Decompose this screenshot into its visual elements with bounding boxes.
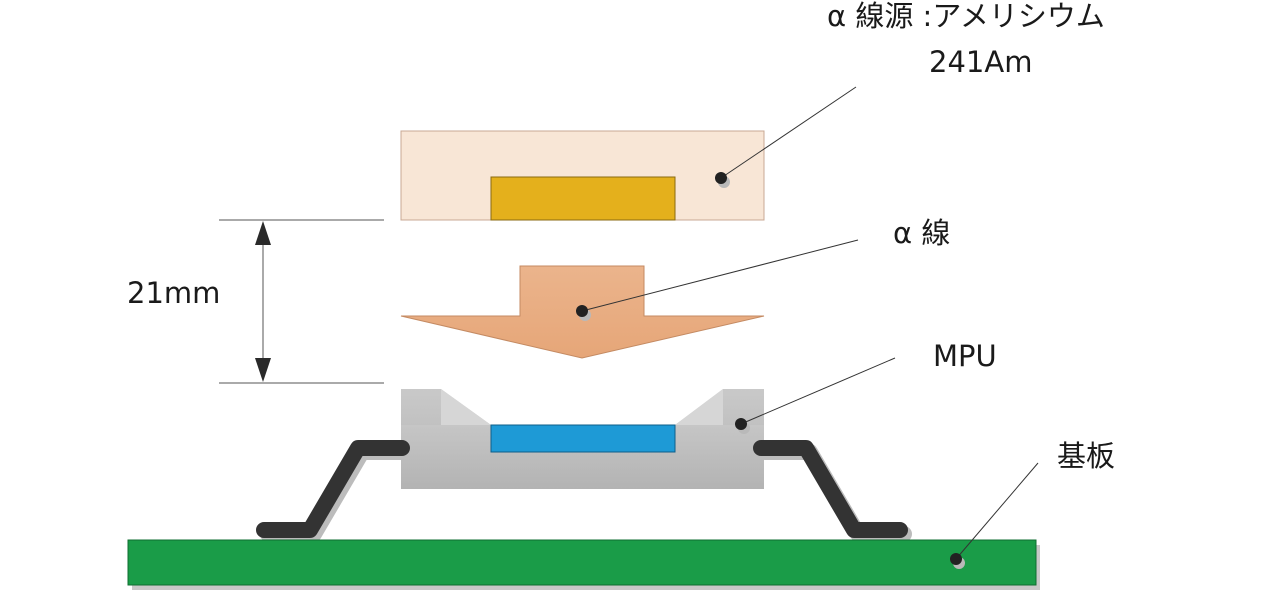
mpu-lead-left <box>256 440 410 538</box>
mpu-leader-dot <box>735 418 747 430</box>
alpha-source-material <box>490 176 676 221</box>
substrate-leader <box>955 462 1039 560</box>
mpu-cavity-right-wall <box>675 389 723 425</box>
substrate-label: 基板 <box>1057 439 1115 473</box>
distance-dimension: 21mm <box>127 219 384 384</box>
callout-substrate: 基板 <box>950 439 1115 569</box>
substrate <box>127 539 1040 590</box>
alpha-source-label-line1: α 線源 :アメリシウム <box>827 0 1105 33</box>
alpha-ray-leader <box>581 239 859 312</box>
callout-mpu: MPU <box>735 339 997 434</box>
mpu-package <box>256 389 912 542</box>
mpu-lead-right <box>753 440 908 538</box>
mpu-die <box>490 424 676 453</box>
substrate-leader-dot <box>950 553 962 565</box>
callout-alpha-source: α 線源 :アメリシウム 241Am <box>715 0 1105 188</box>
dimension-arrowhead-down <box>255 358 271 382</box>
mpu-cavity-left-wall <box>441 389 491 425</box>
alpha-source-leader-dot <box>715 172 727 184</box>
alpha-source-label-line2: 241Am <box>929 45 1032 79</box>
distance-label: 21mm <box>127 276 220 310</box>
alpha-source-leader <box>720 86 857 179</box>
dimension-arrowhead-up <box>255 221 271 245</box>
alpha-source <box>400 130 765 221</box>
callout-alpha-ray: α 線 <box>576 216 950 321</box>
substrate-board <box>127 539 1037 586</box>
mpu-label: MPU <box>933 339 997 373</box>
alpha-ray-label: α 線 <box>893 216 950 250</box>
alpha-ray-leader-dot <box>576 305 588 317</box>
mpu-leader <box>740 357 896 425</box>
